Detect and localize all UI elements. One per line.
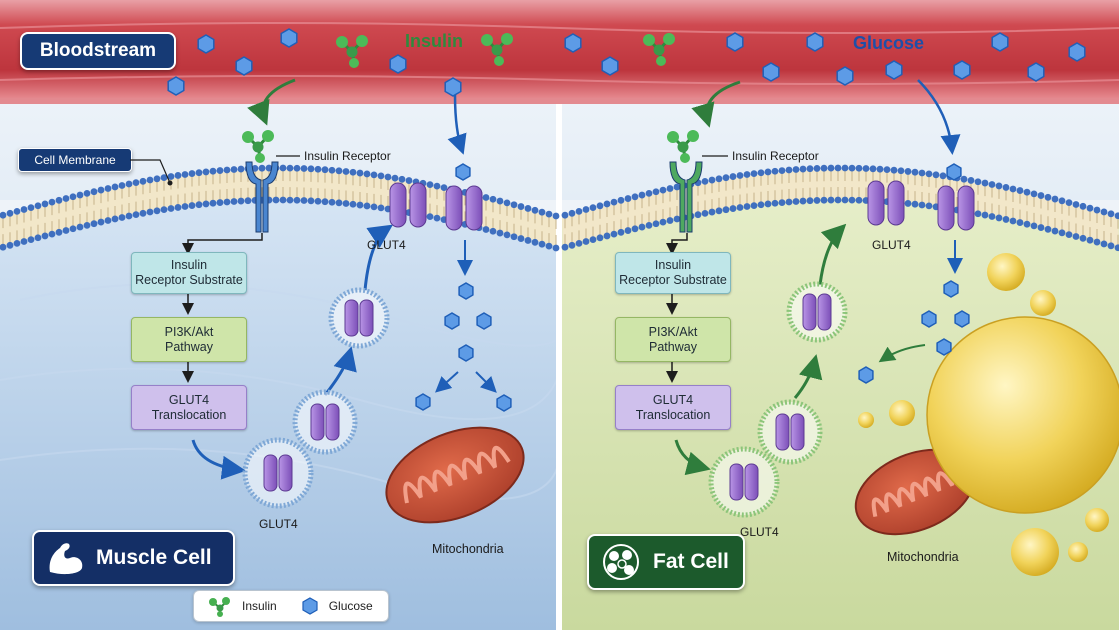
glucose-molecule bbox=[946, 163, 962, 181]
muscle-mitochondria-label: Mitochondria bbox=[432, 542, 504, 556]
fat-receptor-label: Insulin Receptor bbox=[732, 149, 819, 163]
fat-glut4-vesicle-label: GLUT4 bbox=[740, 525, 779, 539]
insulin-title: Insulin bbox=[405, 31, 463, 51]
glucose-molecule bbox=[953, 60, 971, 80]
bloodstream-vessel bbox=[0, 0, 1119, 104]
glucose-molecule bbox=[806, 32, 824, 52]
legend-glucose-icon bbox=[302, 597, 318, 615]
muscle-glut4-channel bbox=[389, 182, 427, 228]
glucose-molecule bbox=[458, 344, 474, 362]
muscle-mitochondria bbox=[385, 426, 525, 524]
glucose-title: Glucose bbox=[853, 33, 925, 53]
glucose-molecule bbox=[936, 338, 952, 356]
molecule-layer bbox=[167, 28, 1086, 518]
cell-membrane-tag: Cell Membrane bbox=[18, 148, 132, 172]
fat-glut4-channel bbox=[867, 180, 905, 226]
muscle-cell-label: Muscle Cell bbox=[96, 546, 212, 569]
lipid-droplets bbox=[858, 253, 1119, 576]
fat-cell-interior bbox=[562, 194, 1119, 630]
fat-glut4-vesicle bbox=[757, 399, 823, 465]
bound-insulin-molecule bbox=[242, 130, 274, 163]
insulin-molecule bbox=[481, 33, 513, 66]
muscle-arm-icon bbox=[49, 543, 83, 575]
glucose-molecule bbox=[444, 312, 460, 330]
glucose-molecule bbox=[389, 54, 407, 74]
glucose-molecule bbox=[564, 33, 582, 53]
fat-glut4-membrane-label: GLUT4 bbox=[872, 238, 911, 252]
glucose-molecule bbox=[235, 56, 253, 76]
glucose-molecule bbox=[1027, 62, 1045, 82]
muscle-glut4-vesicle-label: GLUT4 bbox=[259, 517, 298, 531]
fat-glut4-channel bbox=[937, 185, 975, 231]
bloodstream-tag: Bloodstream bbox=[20, 32, 176, 70]
muscle-glut4-membrane-label: GLUT4 bbox=[367, 238, 406, 252]
muscle-glut4-vesicle bbox=[292, 389, 358, 455]
fat-cells-icon bbox=[603, 544, 639, 580]
fat-mitochondria-label: Mitochondria bbox=[887, 550, 959, 564]
insulin-molecule bbox=[643, 33, 675, 66]
muscle-insulin-receptor bbox=[245, 161, 279, 233]
muscle-receptor-label: Insulin Receptor bbox=[304, 149, 391, 163]
panel-divider bbox=[556, 100, 562, 630]
bloodstream-label: Bloodstream bbox=[39, 40, 157, 61]
muscle-glut4-vesicle bbox=[328, 287, 390, 349]
legend: Insulin Glucose bbox=[193, 590, 389, 622]
glucose-molecule bbox=[455, 163, 471, 181]
muscle-cell-tag: Muscle Cell bbox=[32, 530, 235, 586]
insulin-molecule bbox=[336, 35, 368, 68]
glucose-molecule bbox=[444, 77, 462, 97]
cell-membrane-label: Cell Membrane bbox=[34, 153, 116, 167]
muscle-glut4-channel bbox=[445, 185, 483, 231]
glucose-molecule bbox=[726, 32, 744, 52]
glucose-molecule bbox=[415, 393, 431, 411]
glucose-molecule bbox=[921, 310, 937, 328]
fat-glut4-vesicle bbox=[786, 281, 848, 343]
legend-insulin-icon bbox=[209, 597, 230, 617]
glucose-molecule bbox=[280, 28, 298, 48]
legend-glucose-label: Glucose bbox=[328, 599, 373, 613]
bound-insulin-molecule bbox=[667, 130, 699, 163]
glucose-molecule bbox=[476, 312, 492, 330]
glucose-molecule bbox=[1068, 42, 1086, 62]
glucose-molecule bbox=[885, 60, 903, 80]
glucose-molecule bbox=[601, 56, 619, 76]
fat-glut4-vesicle bbox=[708, 446, 780, 518]
glucose-molecule bbox=[836, 66, 854, 86]
glucose-molecule bbox=[991, 32, 1009, 52]
glucose-molecule bbox=[943, 280, 959, 298]
glucose-molecule bbox=[167, 76, 185, 96]
glucose-molecule bbox=[762, 62, 780, 82]
muscle-glut4-vesicle bbox=[242, 437, 314, 509]
glucose-molecule bbox=[496, 394, 512, 412]
fat-signaling-arrows bbox=[666, 79, 963, 476]
glucose-molecule bbox=[954, 310, 970, 328]
fat-cell-label: Fat Cell bbox=[653, 550, 729, 573]
glucose-molecule bbox=[197, 34, 215, 54]
glucose-molecule bbox=[858, 366, 874, 384]
glucose-molecule bbox=[458, 282, 474, 300]
legend-insulin-label: Insulin bbox=[242, 599, 277, 613]
fat-insulin-receptor bbox=[669, 161, 703, 233]
fat-cell-tag: Fat Cell bbox=[587, 534, 745, 590]
